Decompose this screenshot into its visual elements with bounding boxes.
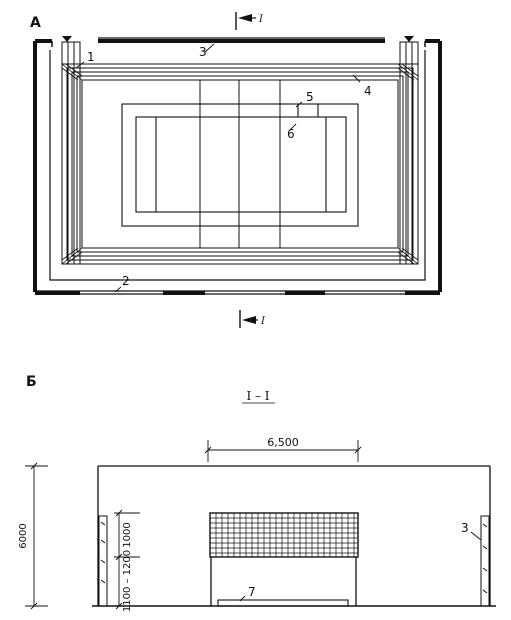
section-marker-top: I	[235, 12, 264, 30]
lamp-marker-right	[404, 36, 414, 42]
volleyball-court	[135, 104, 347, 213]
perimeter-track	[61, 63, 419, 265]
callout-6: 6	[287, 127, 295, 141]
plan-view: А I	[30, 12, 442, 328]
section-marker-top-label: I	[258, 14, 264, 25]
net-bottom-dimension	[114, 557, 140, 610]
lamp-marker-left	[62, 36, 72, 42]
callout-1: 1	[87, 50, 95, 64]
height-value: 6000	[18, 523, 29, 548]
section-title: I – I	[246, 389, 269, 403]
plan-label: А	[30, 15, 41, 31]
callout-4: 4	[364, 84, 372, 98]
net-band-value: 1000	[122, 522, 133, 547]
section-marker-bottom-label: I	[260, 316, 266, 327]
volleyball-net	[209, 512, 359, 606]
hall-grid-lines	[199, 80, 281, 248]
height-dimension	[25, 462, 48, 610]
callout-7: 7	[248, 585, 256, 599]
net-width-dimension	[204, 440, 362, 462]
court-outer-boundary	[121, 103, 359, 227]
callout-2: 2	[122, 274, 130, 288]
callout-3-section: 3	[461, 521, 469, 535]
floor-bench	[217, 599, 349, 607]
section-view: Б I – I 6,500	[18, 374, 496, 612]
section-label: Б	[26, 374, 37, 390]
outer-wall	[33, 37, 442, 295]
callout-5: 5	[306, 90, 314, 104]
callout-3: 3	[199, 45, 207, 59]
net-width-value: 6,500	[267, 436, 299, 449]
section-wall-bars	[98, 515, 490, 607]
section-marker-bottom: I	[239, 310, 266, 328]
wall-bars	[61, 41, 419, 265]
track-corner-hatch	[61, 63, 419, 265]
net-bottom-value: 1100 – 1200	[122, 550, 133, 612]
plan-callouts	[75, 43, 361, 293]
